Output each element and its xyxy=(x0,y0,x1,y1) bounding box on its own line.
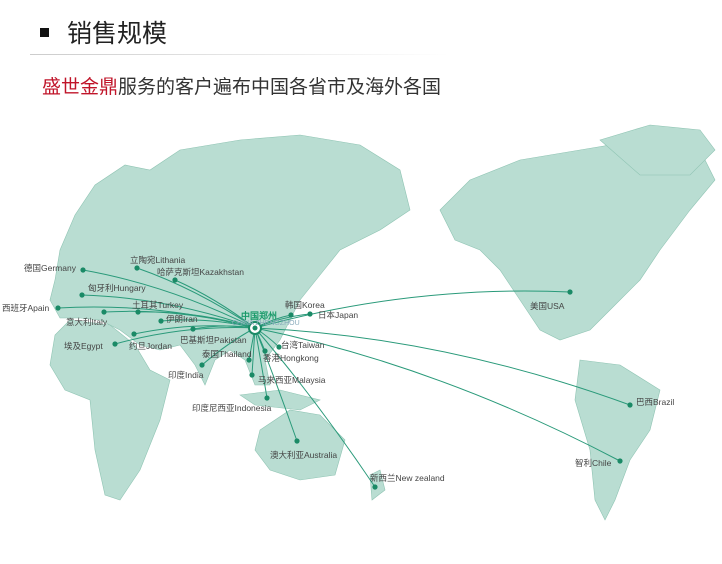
destination-label: 泰国Thailand xyxy=(202,349,252,359)
destination-label: 韩国Korea xyxy=(285,300,325,310)
hub-sublabel: CHINA ZHENGZHOU xyxy=(232,320,300,327)
destination-dot xyxy=(172,277,178,283)
destination-dot xyxy=(372,484,378,490)
route-line xyxy=(174,279,256,329)
destination-label: 巴基斯坦Pakistan xyxy=(180,335,247,345)
route-line xyxy=(136,267,256,329)
destination-dot xyxy=(112,341,118,347)
destination-label: 埃及Egypt xyxy=(64,341,103,351)
destination-label: 意大利Italy xyxy=(66,317,108,327)
destination-label: 德国Germany xyxy=(24,263,76,273)
destination-dot xyxy=(158,318,164,324)
destination-label: 日本Japan xyxy=(318,310,359,320)
destination-label: 智利Chile xyxy=(575,458,612,468)
destination-dot xyxy=(80,267,86,273)
subtitle: 盛世金鼎服务的客户遍布中国各省市及海外各国 xyxy=(42,72,441,99)
section-header: 销售规模 xyxy=(40,14,167,50)
eurasia xyxy=(49,134,411,386)
destination-dot xyxy=(262,348,268,354)
destination-dot xyxy=(79,292,85,298)
destination-dot xyxy=(199,362,205,368)
indonesia xyxy=(239,389,321,411)
destination-label: 立陶宛Lithania xyxy=(130,255,186,265)
destination-label: 哈萨克斯坦Kazakhstan xyxy=(157,267,244,277)
destination-dot xyxy=(135,309,141,315)
hub-marker-center xyxy=(252,325,258,331)
destination-dot xyxy=(246,357,252,363)
africa xyxy=(49,319,171,501)
destination-label: 美国USA xyxy=(530,301,565,311)
destination-label: 台湾Taiwan xyxy=(281,340,325,350)
destination-dot xyxy=(307,311,313,317)
greenland xyxy=(599,124,716,176)
subtitle-text: 服务的客户遍布中国各省市及海外各国 xyxy=(118,76,442,98)
destination-dot xyxy=(249,372,255,378)
route-line xyxy=(81,294,256,329)
destination-dot xyxy=(134,265,140,271)
destination-label: 匈牙利Hungary xyxy=(88,283,146,293)
route-line xyxy=(103,310,256,329)
destination-dot xyxy=(627,402,633,408)
route-line xyxy=(254,327,621,462)
north-america xyxy=(439,139,716,341)
route-line xyxy=(114,327,256,345)
route-line xyxy=(254,290,571,329)
route-line xyxy=(160,319,256,329)
destination-dot xyxy=(276,344,282,350)
route-line xyxy=(254,327,376,488)
destination-label: 香港Hongkong xyxy=(263,353,319,363)
destination-label: 马来西亚Malaysia xyxy=(258,375,326,385)
destination-dot xyxy=(264,395,270,401)
south-america xyxy=(574,359,661,521)
new-zealand xyxy=(369,469,386,501)
section-title: 销售规模 xyxy=(67,19,168,48)
route-line xyxy=(82,269,256,329)
route-line xyxy=(254,327,631,406)
continents xyxy=(49,124,716,521)
destination-label: 新西兰New zealand xyxy=(370,473,445,483)
divider xyxy=(30,54,450,55)
destination-dot xyxy=(294,438,300,444)
destination-dot xyxy=(190,326,196,332)
destination-label: 伊朗Iran xyxy=(166,314,198,324)
brand-name: 盛世金鼎 xyxy=(42,76,119,98)
australia xyxy=(254,409,346,481)
destination-dots xyxy=(55,265,633,490)
route-line xyxy=(254,327,298,442)
destination-label: 印度India xyxy=(168,370,204,380)
destination-label: 澳大利亚Australia xyxy=(270,450,338,460)
destination-dot xyxy=(567,289,573,295)
destination-label: 巴西Brazil xyxy=(636,397,675,407)
bullet-square-icon xyxy=(40,27,49,37)
destination-dot xyxy=(131,331,137,337)
destination-dot xyxy=(55,305,61,311)
hub-label: 中国郑州 xyxy=(241,312,278,322)
route-line xyxy=(133,325,256,335)
destination-label: 土耳其Turkey xyxy=(132,300,184,310)
destination-dot xyxy=(288,312,294,318)
destination-dot xyxy=(101,309,107,315)
destination-label: 西班牙Apain xyxy=(2,303,50,313)
destination-dot xyxy=(617,458,623,464)
destination-label: 印度尼西亚Indonesia xyxy=(192,403,272,413)
destination-label: 约旦Jordan xyxy=(129,341,172,351)
